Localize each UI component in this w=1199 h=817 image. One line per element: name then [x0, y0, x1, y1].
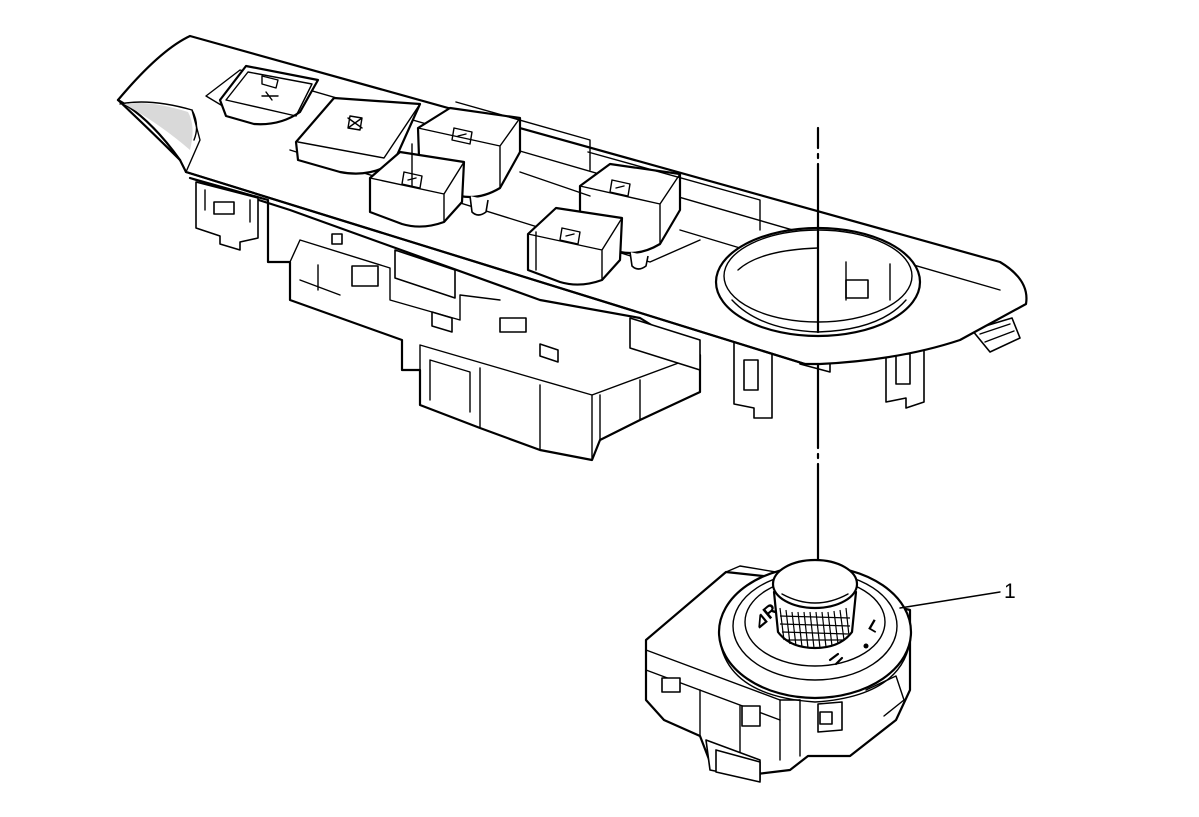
window-switch-rear-right-icon — [526, 206, 624, 286]
callout-1-leader — [899, 591, 1001, 609]
lock-switch-icon — [218, 64, 320, 126]
window-switch-front-right-icon — [368, 150, 466, 228]
window-switch-bezel-icon — [116, 34, 1028, 462]
door-lock-toggle-icon — [294, 96, 422, 175]
outside-mirror-switch-icon: ⊿R L — [644, 558, 913, 783]
mirror-knob-icon — [771, 558, 859, 650]
switch-openings — [411, 101, 761, 271]
callout-1-label: 1 — [1004, 580, 1016, 603]
switch-housing-body — [188, 176, 702, 462]
